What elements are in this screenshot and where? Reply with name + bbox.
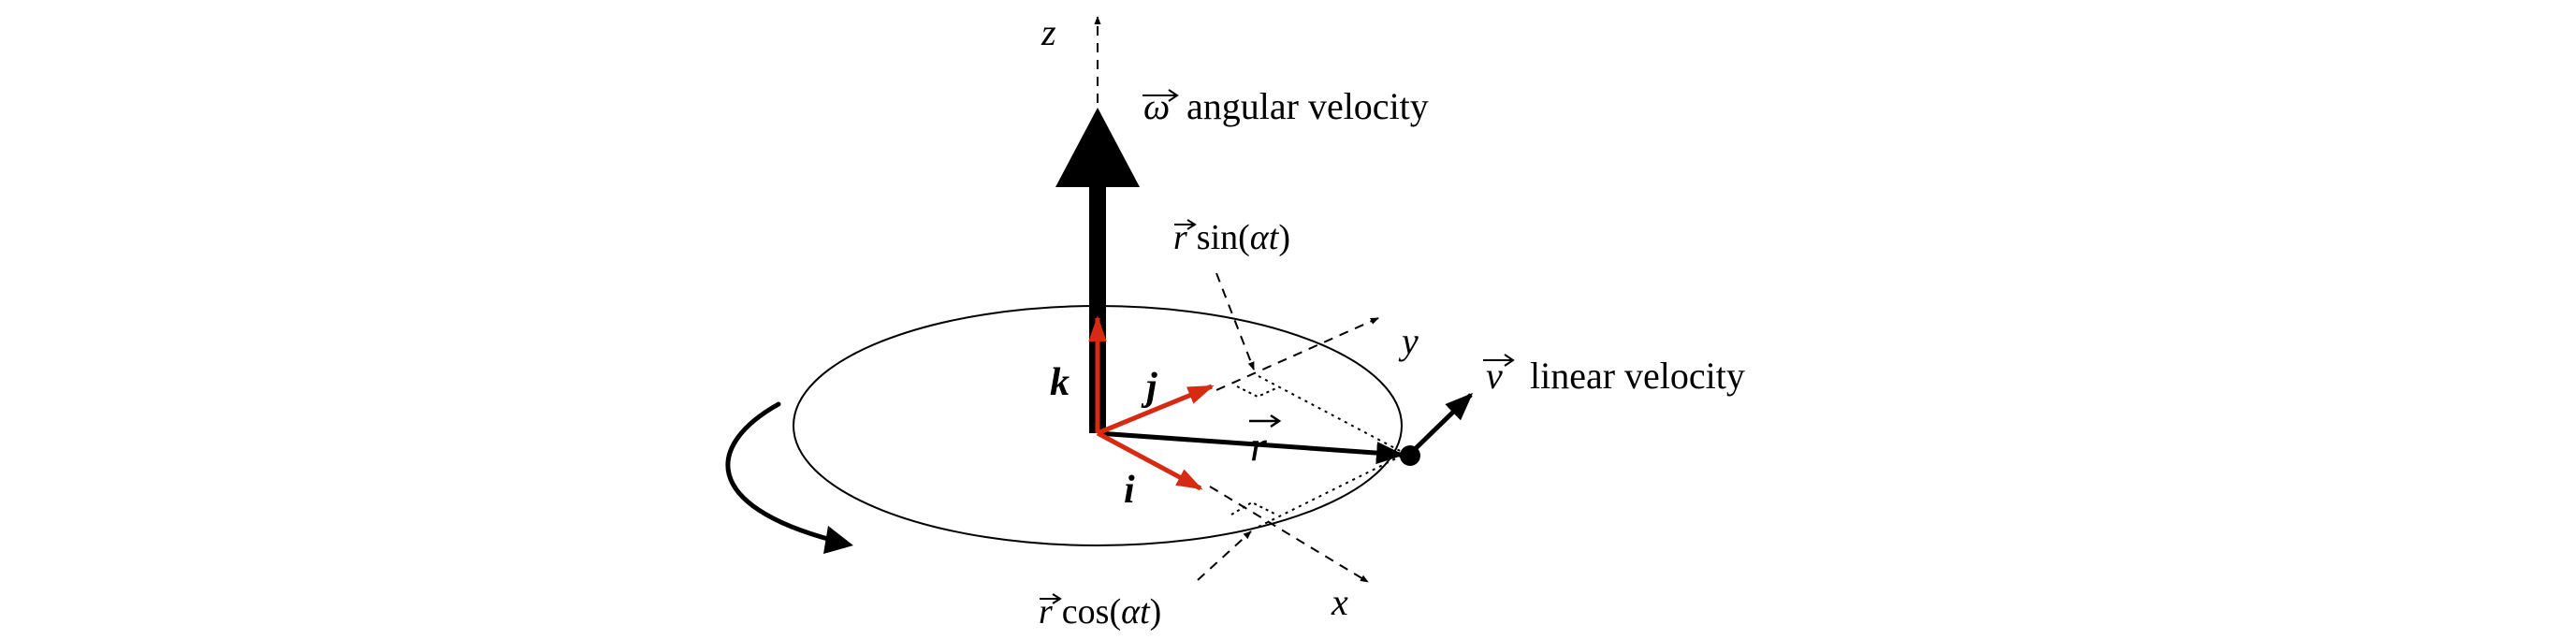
x-axis-label: x — [1331, 581, 1348, 623]
svg-text:ω: ω — [1143, 85, 1170, 127]
cos-label-pointer — [1197, 530, 1252, 581]
z-axis-label: z — [1041, 11, 1056, 53]
x-axis — [1209, 486, 1369, 583]
unit-vector-j — [1097, 384, 1215, 436]
y-axis — [1215, 317, 1379, 391]
svg-text:angular velocity: angular velocity — [1186, 85, 1429, 127]
unit-vector-j-label: j — [1141, 366, 1157, 409]
linear-velocity-label: v linear velocity — [1483, 354, 1745, 397]
y-axis-label: y — [1398, 320, 1419, 362]
point-mass-icon — [1400, 445, 1420, 466]
projection-sin-dotted — [1258, 375, 1406, 455]
svg-text:v: v — [1486, 355, 1503, 397]
unit-vector-i-label: i — [1124, 469, 1135, 512]
linear-velocity-arrow — [1408, 392, 1474, 456]
curved-rotation-arrow-icon — [725, 401, 853, 554]
unit-vector-k-label: k — [1050, 361, 1070, 404]
unit-vector-i — [1096, 430, 1203, 491]
svg-text:r: r — [1250, 422, 1268, 470]
sin-label-pointer — [1215, 272, 1255, 370]
svg-text:linear velocity: linear velocity — [1530, 355, 1745, 397]
right-angle-marker-cos — [1230, 501, 1275, 516]
r-vector-label: r — [1249, 414, 1282, 470]
projection-cos-dotted — [1258, 453, 1406, 528]
angular-velocity-arrow — [1055, 108, 1140, 433]
position-vector-r — [1097, 430, 1404, 465]
angular-velocity-label: ω angular velocity — [1142, 85, 1429, 127]
right-angle-marker-sin — [1236, 385, 1279, 399]
